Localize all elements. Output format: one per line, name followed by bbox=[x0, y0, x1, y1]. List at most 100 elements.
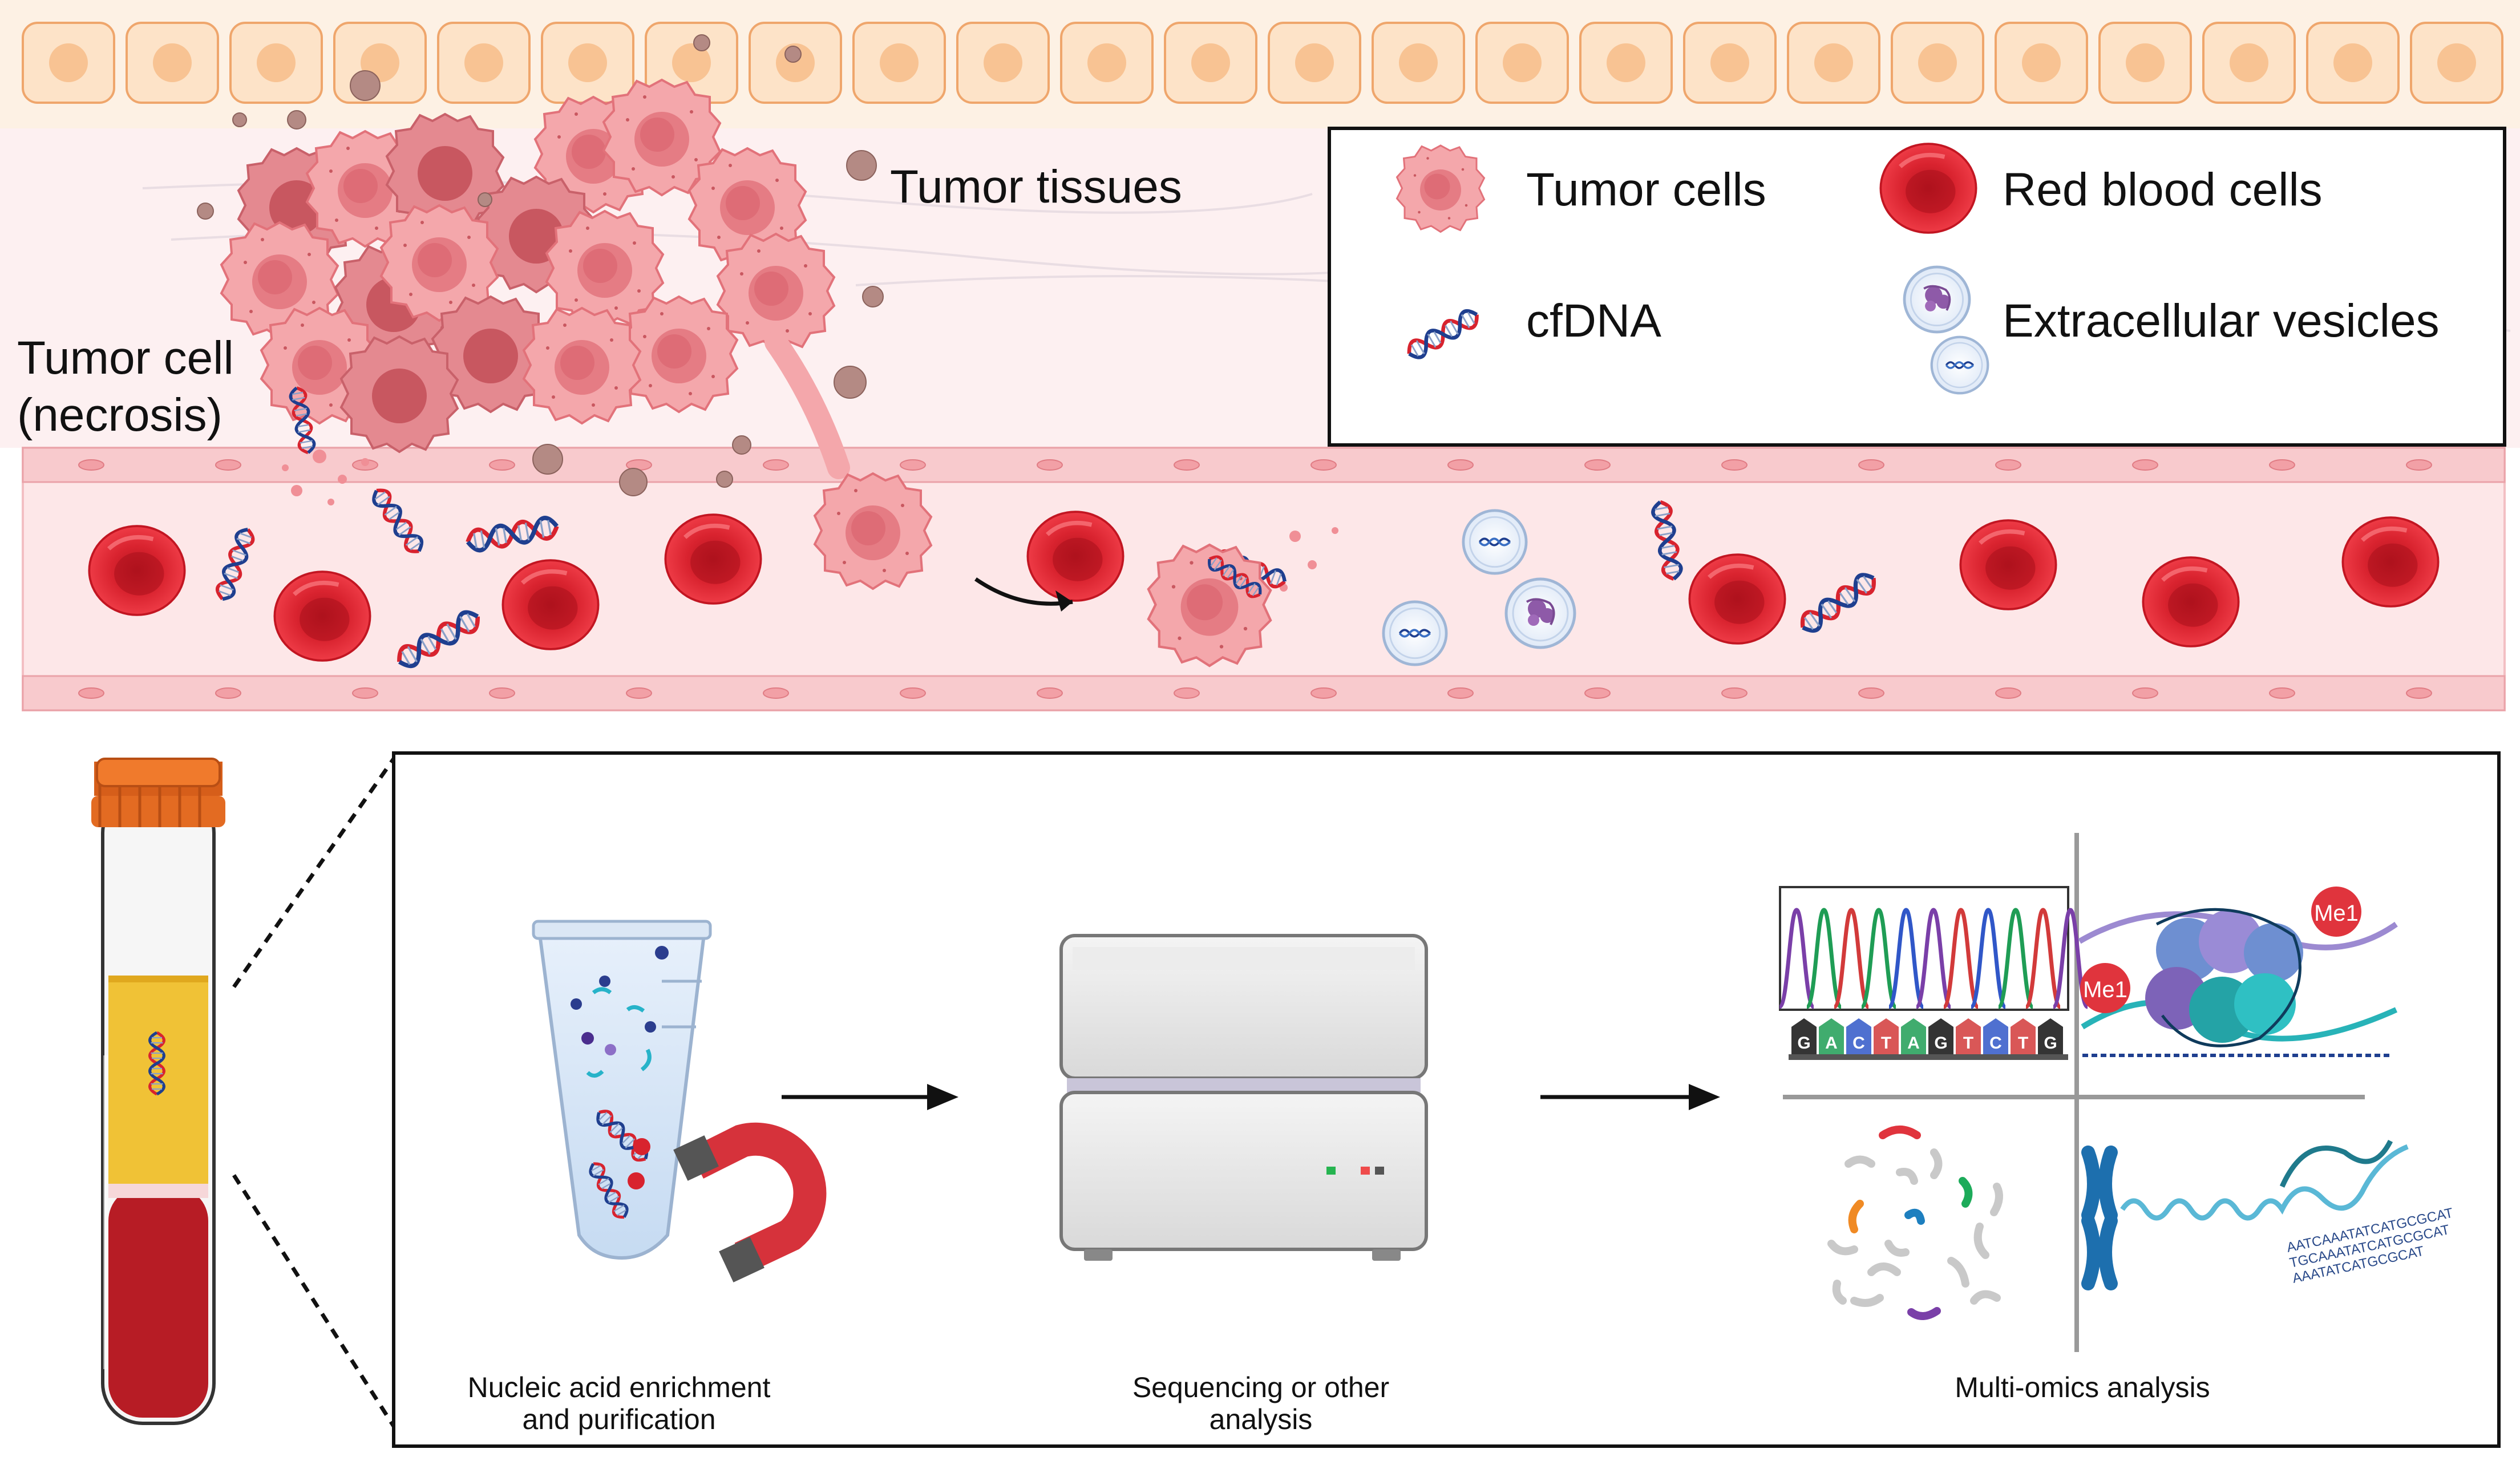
label-tumor-cell-necrosis-line2: (necrosis) bbox=[17, 389, 223, 441]
endothelial-cell bbox=[1995, 687, 2021, 699]
endothelial-cell bbox=[2269, 687, 2295, 699]
epithelial-cell bbox=[956, 22, 1050, 104]
sequence-base-block bbox=[1791, 1018, 1817, 1054]
chromatogram-peak bbox=[1914, 908, 1953, 1009]
zoom-lines bbox=[232, 757, 395, 1427]
epithelial-cell bbox=[1683, 22, 1777, 104]
epithelial-cell bbox=[749, 22, 842, 104]
legend-tumor-cell-icon bbox=[1396, 144, 1485, 233]
endothelial-cell bbox=[1858, 459, 1884, 471]
legend-ev-protein-icon bbox=[1904, 267, 1969, 332]
endothelial-cell bbox=[1174, 687, 1200, 699]
endothelial-cell bbox=[1584, 459, 1611, 471]
step1-label-line2: and purification bbox=[522, 1403, 715, 1435]
epithelial-cell bbox=[1060, 22, 1154, 104]
chromatogram-peak bbox=[1805, 908, 1843, 1009]
endothelial-cell bbox=[1995, 459, 2021, 471]
endothelial-cell bbox=[1447, 687, 1474, 699]
epithelial-cell bbox=[1995, 22, 2088, 104]
endothelial-cell bbox=[1310, 459, 1337, 471]
endothelial-cell bbox=[2406, 687, 2432, 699]
fragmentomics bbox=[1827, 1126, 2003, 1320]
epithelial-cell bbox=[437, 22, 531, 104]
workflow-arrow-2 bbox=[1540, 1084, 1720, 1110]
sequence-base-block bbox=[1956, 1018, 1981, 1054]
circulating-tumor-cell bbox=[974, 545, 1271, 666]
endothelial-cell bbox=[489, 687, 515, 699]
epithelial-cell bbox=[1475, 22, 1569, 104]
workflow-panel bbox=[392, 751, 2501, 1448]
endothelial-cell bbox=[1310, 687, 1337, 699]
epithelial-cell bbox=[1372, 22, 1465, 104]
epithelial-cell bbox=[1164, 22, 1257, 104]
endothelial-cell bbox=[78, 459, 104, 471]
sequence-bar-base bbox=[1789, 1054, 2068, 1060]
workflow-arrow-1 bbox=[782, 1084, 958, 1110]
label-tumor-cell-necrosis-line1: Tumor cell bbox=[17, 332, 234, 384]
sequence-base-block bbox=[1901, 1018, 1926, 1054]
legend-red-blood-cell-icon bbox=[1880, 144, 1976, 233]
endothelial-cell bbox=[900, 687, 926, 699]
epithelial-cell bbox=[333, 22, 427, 104]
magnet-icon bbox=[673, 1122, 827, 1282]
endothelial-cell bbox=[78, 687, 104, 699]
endothelial-cell bbox=[1721, 459, 1748, 471]
sequence-base-letter: G bbox=[2044, 1034, 2057, 1053]
chromatogram-peak bbox=[1777, 908, 1816, 1009]
floating-particles bbox=[197, 34, 884, 496]
enrichment-tube bbox=[532, 920, 712, 1260]
step2-label-line1: Sequencing or other bbox=[1132, 1371, 1389, 1403]
epithelium-layer bbox=[0, 0, 2520, 128]
sequence-base-letter: C bbox=[1852, 1034, 1865, 1053]
epithelial-cell bbox=[852, 22, 946, 104]
tumor-mass bbox=[220, 79, 932, 590]
nucleosome-methylation: Me1 Me1 bbox=[2078, 887, 2398, 1057]
endothelial-cell bbox=[2132, 459, 2158, 471]
sequence-base-letter: G bbox=[1934, 1034, 1947, 1053]
chromatogram-peak bbox=[1832, 908, 1871, 1009]
chromatogram-peak bbox=[1859, 908, 1898, 1009]
step3-label: Multi-omics analysis bbox=[1955, 1371, 2210, 1403]
chromatogram-peak bbox=[1887, 908, 1926, 1009]
methylation-mark-1: Me1 bbox=[2314, 901, 2359, 926]
endothelial-cell bbox=[352, 687, 378, 699]
sequence-base-letter: T bbox=[1963, 1034, 1973, 1053]
endothelial-cell bbox=[2269, 459, 2295, 471]
legend-extracellular-vesicles-label: Extracellular vesicles bbox=[2003, 295, 2440, 347]
legend-tumor-cells-label: Tumor cells bbox=[1526, 164, 1766, 216]
step2-label-line2: analysis bbox=[1210, 1403, 1313, 1435]
sequence-base-block bbox=[1874, 1018, 1899, 1054]
chromatogram-peak bbox=[2024, 908, 2062, 1009]
endothelial-cell bbox=[489, 459, 515, 471]
endothelial-cell bbox=[1037, 459, 1063, 471]
necrotic-debris bbox=[282, 450, 1338, 592]
epithelial-cell bbox=[2202, 22, 2296, 104]
label-tumor-tissues: Tumor tissues bbox=[890, 161, 1182, 213]
epithelial-cell bbox=[2306, 22, 2400, 104]
sequence-base-letter: A bbox=[1825, 1034, 1838, 1053]
methylation-mark-2: Me1 bbox=[2083, 977, 2127, 1002]
sequence-base-letter: C bbox=[1989, 1034, 2002, 1053]
endothelial-cell bbox=[2132, 687, 2158, 699]
epithelial-cell bbox=[1268, 22, 1361, 104]
chromatogram-peak bbox=[1969, 908, 2008, 1009]
sequencer-machine bbox=[1059, 934, 1428, 1261]
epithelial-cell bbox=[2098, 22, 2192, 104]
legend-cfdna-label: cfDNA bbox=[1526, 295, 1661, 347]
endothelial-cell bbox=[215, 687, 241, 699]
epithelial-cell bbox=[229, 22, 323, 104]
legend-ev-dna-icon bbox=[1932, 337, 1988, 394]
sequence-base-block bbox=[2038, 1018, 2063, 1054]
legend-red-blood-cells-label: Red blood cells bbox=[2003, 164, 2323, 216]
epithelial-cell bbox=[1579, 22, 1673, 104]
sequence-base-letter: T bbox=[1881, 1034, 1891, 1053]
sequence-base-letter: T bbox=[2018, 1034, 2028, 1053]
chromatogram-peak bbox=[1941, 908, 1980, 1009]
sequence-base-letter: A bbox=[1907, 1034, 1920, 1053]
sequence-base-block bbox=[1928, 1018, 1953, 1054]
legend: Tumor cells Red blood cells cfDNA Extrac… bbox=[1328, 127, 2506, 447]
endothelial-cell bbox=[1037, 687, 1063, 699]
